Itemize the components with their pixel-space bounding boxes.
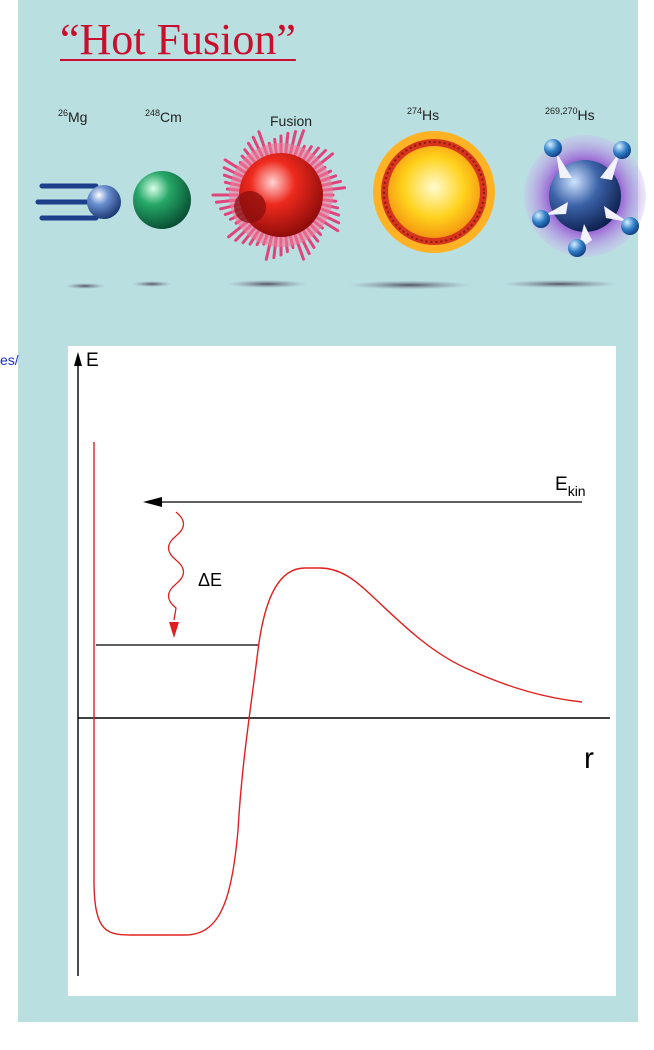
label-hassium-269-270: 269,270Hs bbox=[545, 106, 595, 123]
label-hassium-274: 274Hs bbox=[407, 106, 440, 123]
fusion-nucleus-icon bbox=[211, 129, 347, 261]
potential-energy-diagram: E r Ekin ΔE bbox=[74, 350, 610, 976]
diagram-background bbox=[68, 346, 616, 996]
potential-curve bbox=[93, 442, 583, 936]
shadow-row bbox=[65, 280, 618, 290]
label-curium: 248Cm bbox=[145, 108, 182, 125]
gamma-emission-wave bbox=[167, 511, 185, 621]
gamma-arrowhead-icon bbox=[169, 622, 179, 638]
curium-nucleus-icon bbox=[133, 171, 191, 229]
hassium-compound-nucleus-icon bbox=[373, 131, 495, 253]
beam-arrowhead-icon bbox=[143, 497, 162, 507]
hassium-residue-icon bbox=[524, 135, 646, 257]
beam-energy-label: Ekin bbox=[555, 474, 586, 499]
label-magnesium: 26Mg bbox=[58, 108, 88, 125]
label-fusion: Fusion bbox=[270, 113, 313, 129]
slide-title: “Hot Fusion” bbox=[60, 15, 296, 64]
clipped-link-text[interactable]: es/ bbox=[0, 352, 19, 368]
y-axis-arrow-icon bbox=[74, 352, 82, 366]
y-axis-label: E bbox=[86, 350, 99, 371]
x-axis-label: r bbox=[584, 742, 594, 775]
magnesium-nucleus-icon bbox=[35, 183, 121, 221]
delta-energy-label: ΔE bbox=[198, 570, 222, 590]
